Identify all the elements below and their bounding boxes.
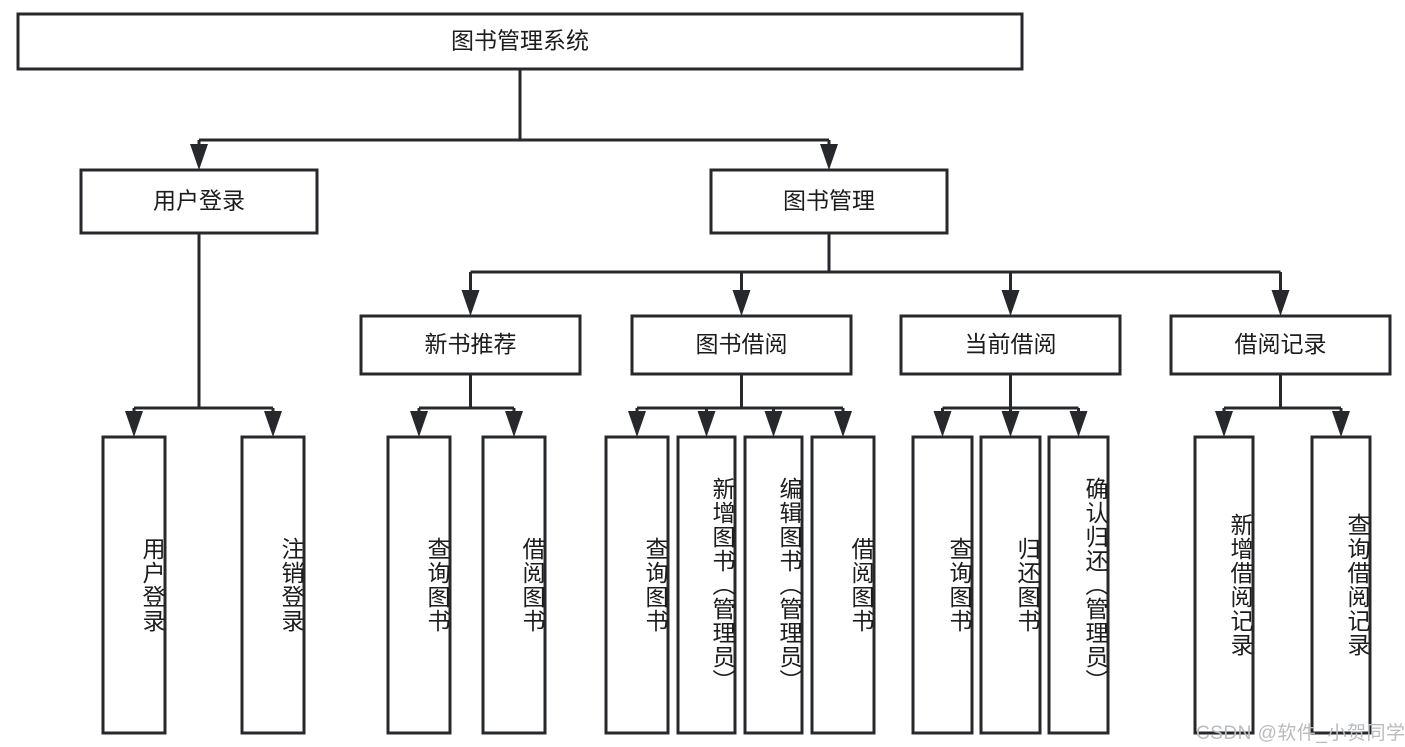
node-box-new-book-rec — [359, 314, 582, 376]
node-box-leaf-query-book-3 — [911, 435, 974, 735]
node-box-leaf-add-book — [676, 435, 737, 735]
connectors-layer — [125, 69, 1350, 437]
node-box-leaf-query-book-1 — [386, 435, 452, 735]
node-boxes-layer — [16, 12, 1392, 735]
node-box-leaf-confirm-return — [1047, 435, 1110, 735]
arrow-head-leaf-query-record — [1332, 411, 1350, 437]
arrow-head-leaf-edit-book — [764, 411, 783, 437]
node-box-user-login — [79, 168, 319, 235]
arrow-head-book-manage — [820, 144, 838, 170]
csdn-watermark: CSDN @软件_小贺同学 — [1196, 723, 1405, 744]
node-label-book-borrow: 图书借阅 — [696, 331, 788, 357]
arrow-head-leaf-query-book-2 — [628, 411, 646, 437]
arrow-head-leaf-add-record — [1215, 411, 1233, 437]
arrow-head-leaf-confirm-return — [1069, 411, 1088, 437]
arrow-head-leaf-query-book-3 — [933, 411, 952, 437]
node-label-user-login: 用户登录 — [153, 188, 245, 214]
node-box-borrow-record — [1169, 314, 1392, 376]
node-box-root — [16, 12, 1024, 71]
arrow-head-leaf-logout — [264, 411, 282, 437]
arrow-head-book-borrow — [732, 290, 751, 316]
arrow-head-leaf-return-book — [1001, 411, 1020, 437]
node-box-leaf-borrow-book-1 — [481, 435, 547, 735]
node-label-root: 图书管理系统 — [451, 28, 589, 54]
node-box-leaf-borrow-book-2 — [810, 435, 876, 735]
node-box-book-borrow — [630, 314, 853, 376]
arrow-head-leaf-borrow-book-2 — [834, 411, 852, 437]
node-box-leaf-logout — [240, 435, 306, 735]
arrow-head-current-borrow — [1001, 290, 1020, 316]
arrow-head-user-login — [190, 144, 208, 170]
node-box-leaf-edit-book — [743, 435, 804, 735]
node-box-leaf-query-record — [1310, 435, 1372, 735]
arrow-head-leaf-user-login — [125, 411, 143, 437]
node-label-borrow-record: 借阅记录 — [1235, 331, 1327, 357]
arrow-head-leaf-query-book-1 — [410, 411, 428, 437]
node-box-leaf-user-login — [101, 435, 167, 735]
node-label-current-borrow: 当前借阅 — [965, 331, 1057, 357]
node-box-book-manage — [709, 168, 949, 235]
node-box-leaf-add-record — [1193, 435, 1255, 735]
node-box-current-borrow — [899, 314, 1122, 376]
node-box-leaf-query-book-2 — [604, 435, 670, 735]
arrow-head-leaf-add-book — [697, 411, 716, 437]
arrow-head-new-book-rec — [461, 290, 480, 316]
node-box-leaf-return-book — [979, 435, 1042, 735]
node-label-new-book-rec: 新书推荐 — [425, 331, 517, 357]
node-label-book-manage: 图书管理 — [783, 188, 875, 214]
arrow-head-borrow-record — [1271, 290, 1290, 316]
arrow-head-leaf-borrow-book-1 — [505, 411, 523, 437]
